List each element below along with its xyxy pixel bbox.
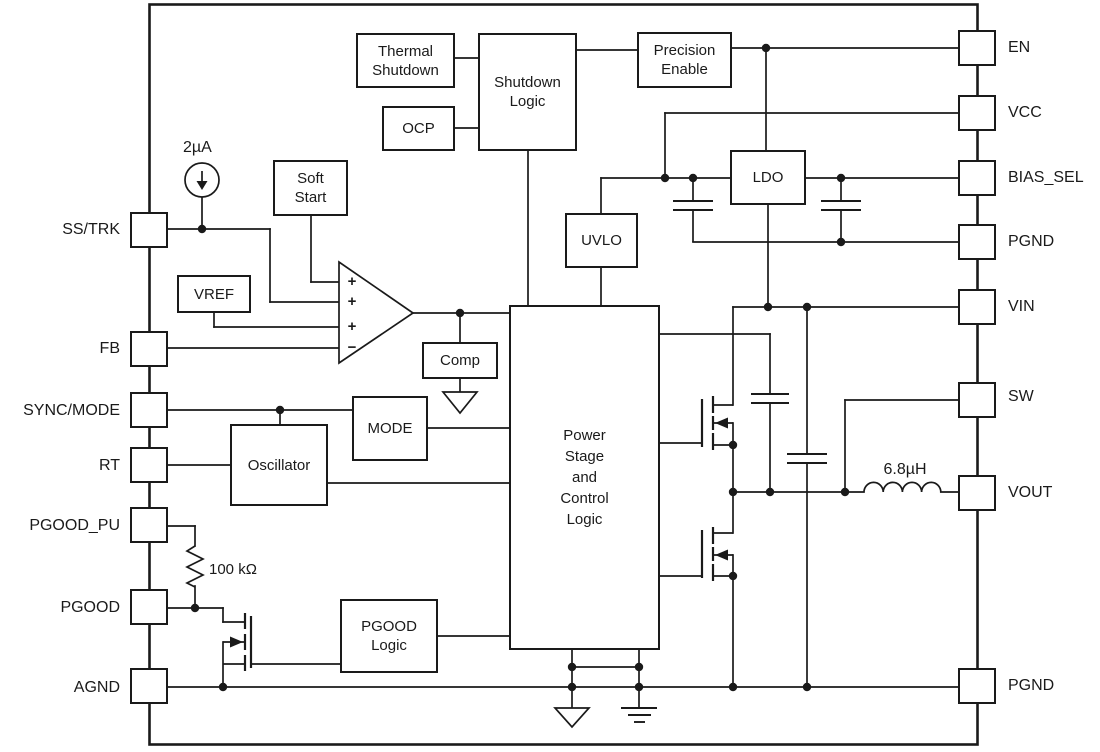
- block-power-stage: Power Stage and Control Logic: [509, 305, 660, 650]
- pin-vin: [958, 289, 996, 325]
- block-label: UVLO: [581, 232, 622, 249]
- current-source-symbol: [184, 162, 220, 198]
- pin-rt: [130, 447, 168, 483]
- low-side-mosfet: [700, 527, 733, 581]
- block-label: Soft: [297, 170, 324, 187]
- pin-en: [958, 30, 996, 66]
- block-label: Stage: [564, 448, 605, 465]
- block-pgood-logic: PGOOD Logic: [340, 599, 438, 673]
- pin-pgnd-top: [958, 224, 996, 260]
- signal-ground-symbol: [553, 707, 591, 729]
- pin-label-pgood-pu: PGOOD_PU: [29, 517, 120, 534]
- pin-label-pgood: PGOOD: [60, 599, 120, 616]
- block-soft-start: Soft Start: [273, 160, 348, 216]
- block-label: OCP: [402, 120, 435, 137]
- block-label: Precision: [653, 42, 716, 59]
- block-ldo: LDO: [730, 150, 806, 205]
- bias-sel-capacitor: [821, 178, 861, 242]
- pullup-resistor-label: 100 kΩ: [209, 561, 257, 578]
- block-ocp: OCP: [382, 106, 455, 151]
- pin-agnd: [130, 668, 168, 704]
- block-label: VREF: [193, 285, 234, 303]
- pin-label-vout: VOUT: [1008, 484, 1053, 501]
- block-precision-enable: Precision Enable: [637, 32, 732, 88]
- earth-ground-symbol: [621, 707, 657, 723]
- pin-pgood-pu: [130, 507, 168, 543]
- block-label: LDO: [752, 169, 784, 186]
- pin-label-vcc: VCC: [1008, 104, 1042, 121]
- pin-fb: [130, 331, 168, 367]
- pin-label-pgnd-top: PGND: [1008, 233, 1055, 250]
- block-label: and: [571, 469, 598, 486]
- pin-sw: [958, 382, 996, 418]
- pin-pgnd-bottom: [958, 668, 996, 704]
- block-label: Shutdown: [372, 61, 439, 79]
- vcc-bypass-capacitor: [673, 178, 713, 242]
- vin-capacitor: [787, 453, 827, 464]
- pin-label-sync-mode: SYNC/MODE: [23, 402, 120, 419]
- pin-label-en: EN: [1008, 39, 1031, 56]
- pin-vout: [958, 475, 996, 511]
- block-label: Enable: [661, 61, 708, 78]
- opamp-plus2: +: [347, 293, 357, 310]
- pin-vcc: [958, 95, 996, 131]
- block-label: Logic: [566, 511, 603, 528]
- pin-sync-mode: [130, 392, 168, 428]
- pin-pgood: [130, 589, 168, 625]
- block-label: PGOOD: [361, 618, 417, 635]
- error-amplifier-symbol: [338, 260, 415, 365]
- opamp-plus3: +: [347, 318, 357, 335]
- bootstrap-capacitor: [751, 393, 789, 404]
- pin-label-bias-sel: BIAS_SEL: [1008, 169, 1084, 186]
- inductor-label: 6.8µH: [883, 461, 927, 478]
- pin-label-vin: VIN: [1008, 298, 1035, 315]
- block-mode: MODE: [352, 396, 428, 461]
- block-vref: VREF: [177, 275, 251, 313]
- block-shutdown-logic: Shutdown Logic: [478, 33, 577, 151]
- inductor-symbol: [845, 481, 960, 493]
- block-label: Logic: [509, 93, 546, 110]
- comp-ground-symbol: [441, 391, 479, 415]
- pin-ss-trk: [130, 212, 168, 248]
- block-oscillator: Oscillator: [230, 424, 328, 506]
- pin-label-fb: FB: [99, 340, 120, 357]
- pin-label-rt: RT: [98, 457, 120, 474]
- block-uvlo: UVLO: [565, 213, 638, 268]
- opamp-plus1: +: [347, 273, 357, 290]
- pin-bias-sel: [958, 160, 996, 196]
- pin-label-sw: SW: [1008, 388, 1034, 405]
- pin-label-pgnd-bottom: PGND: [1008, 677, 1055, 694]
- pgood-mosfet: [223, 613, 253, 671]
- block-label: Start: [294, 189, 327, 206]
- chip-border: [148, 3, 979, 746]
- pin-label-ss-trk: SS/TRK: [62, 221, 120, 238]
- block-label: Logic: [371, 637, 407, 654]
- block-label: Control: [560, 490, 609, 507]
- pin-label-agnd: AGND: [73, 679, 120, 696]
- block-label: Oscillator: [247, 456, 311, 474]
- block-label: Power: [563, 427, 606, 444]
- current-source-label: 2µA: [183, 139, 212, 156]
- block-label: Thermal: [377, 42, 433, 60]
- pullup-resistor-symbol: [185, 545, 205, 588]
- opamp-minus: −: [347, 339, 357, 356]
- block-thermal-shutdown: Thermal Shutdown: [356, 33, 455, 88]
- block-comp: Comp: [422, 342, 498, 379]
- high-side-mosfet: [700, 396, 733, 450]
- block-label: Comp: [439, 352, 480, 369]
- block-label: MODE: [367, 420, 413, 437]
- block-label: Shutdown: [494, 74, 561, 91]
- junction-dots: [190, 43, 850, 692]
